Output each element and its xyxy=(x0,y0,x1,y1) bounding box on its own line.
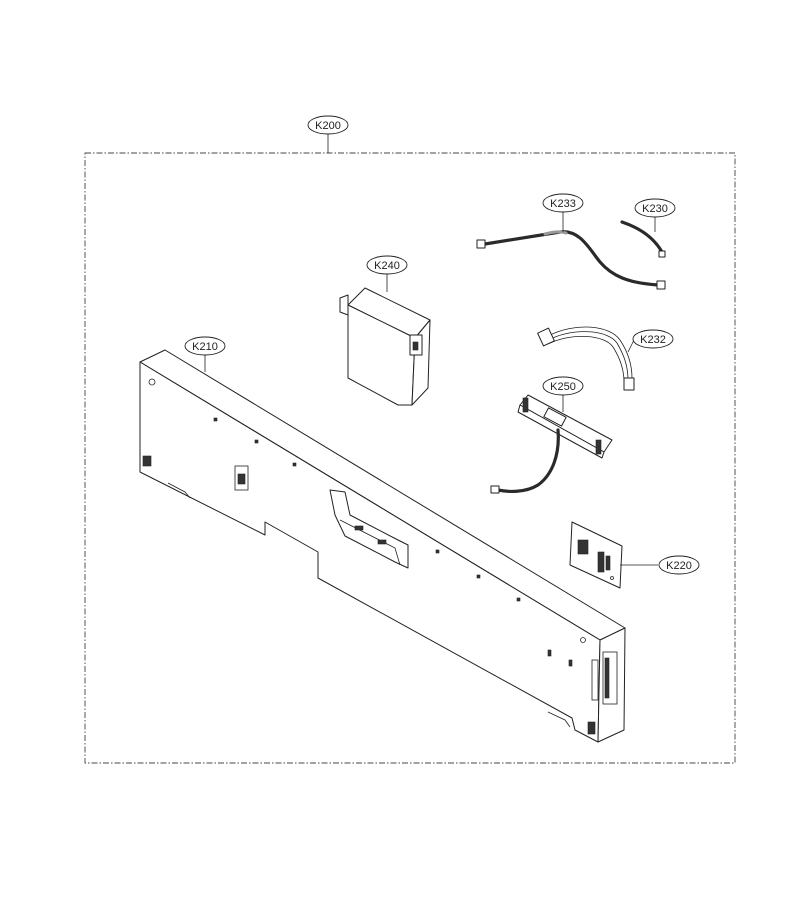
callout-k250[interactable]: K250 xyxy=(542,376,584,412)
callout-k210[interactable]: K210 xyxy=(184,336,226,372)
callout-k240-label: K240 xyxy=(374,260,400,272)
callout-k230-label: K230 xyxy=(642,203,668,215)
part-k250-switch-assembly[interactable] xyxy=(490,394,613,494)
callout-k220-label: K220 xyxy=(666,560,692,572)
callout-k232-label[interactable]: K232 xyxy=(640,334,666,346)
assembly-boundary xyxy=(84,152,736,764)
part-k232-wire-harness[interactable] xyxy=(537,326,635,391)
part-k230-wire-harness[interactable] xyxy=(620,220,666,258)
callout-k233-label: K233 xyxy=(550,198,576,210)
part-k240-control-module[interactable] xyxy=(339,287,431,406)
callout-k240[interactable]: K240 xyxy=(366,255,408,292)
part-k233-wire-harness[interactable] xyxy=(476,230,666,290)
callout-k250-label: K250 xyxy=(550,381,576,393)
callout-k233[interactable]: K233 xyxy=(542,193,584,232)
callout-k230[interactable]: K230 xyxy=(634,198,676,232)
part-k220-pcb-board[interactable] xyxy=(569,521,623,589)
callout-k200[interactable]: K200 xyxy=(307,115,349,153)
callout-k232[interactable]: K232 xyxy=(627,329,674,353)
part-k210-control-panel[interactable] xyxy=(139,349,626,743)
callout-k200-label: K200 xyxy=(315,120,341,132)
callout-k210-label: K210 xyxy=(192,341,218,353)
callout-k220[interactable]: K220 xyxy=(620,555,700,575)
